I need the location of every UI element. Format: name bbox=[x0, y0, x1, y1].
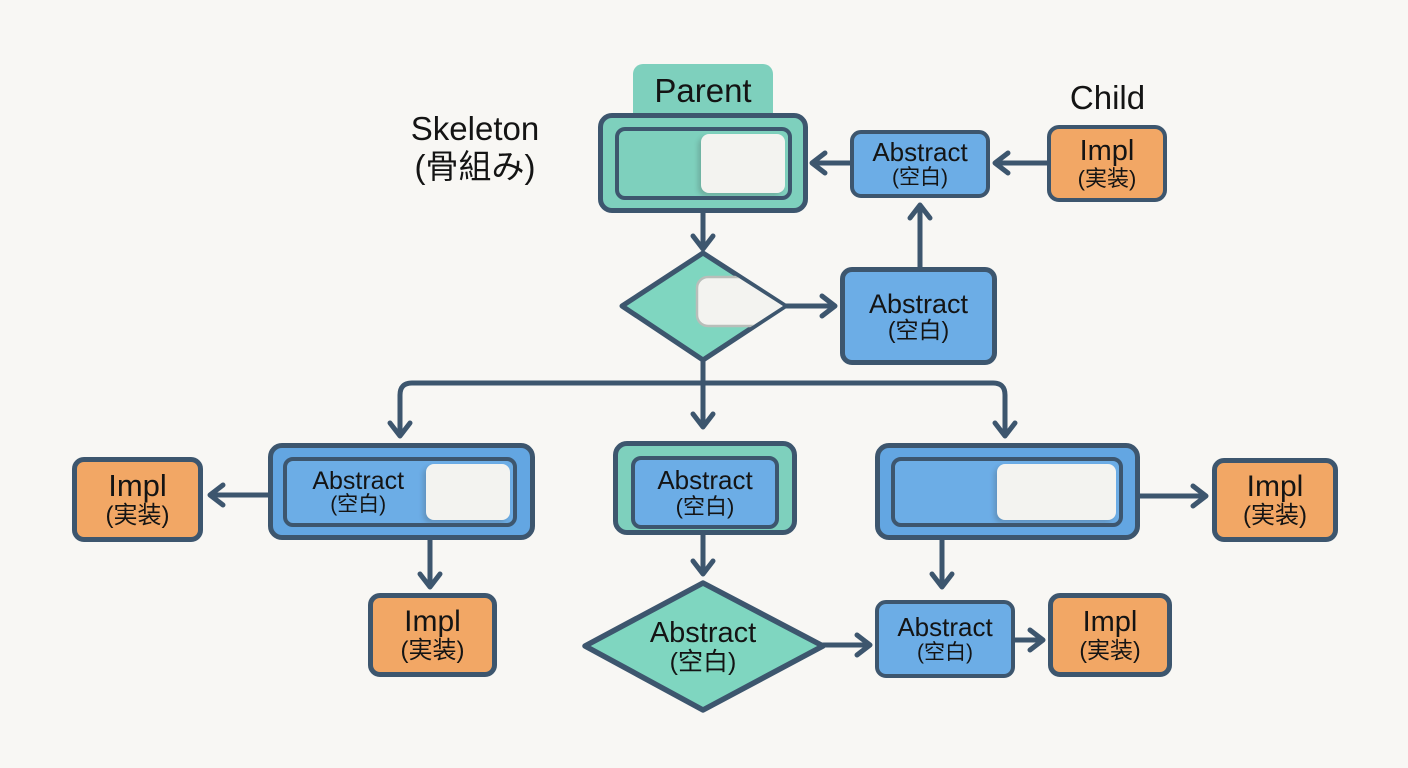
skeleton-label-line2: (骨組み) bbox=[414, 147, 536, 185]
left-abstract-node: Abstract (空白) bbox=[287, 461, 429, 523]
top-abstract-subtitle: (空白) bbox=[892, 165, 948, 189]
mid-container-box: Abstract (空白) bbox=[613, 441, 797, 535]
right-impl-title: Impl bbox=[1246, 470, 1304, 504]
connector-lines bbox=[211, 160, 1205, 648]
parent-white-slot bbox=[700, 134, 785, 193]
skeleton-label-line1: Skeleton bbox=[410, 110, 540, 147]
mid-inner-abstract-subtitle: (空白) bbox=[675, 493, 735, 519]
decision-abstract-label: Abstract (空白) bbox=[613, 607, 793, 687]
top-abstract-node: Abstract (空白) bbox=[850, 130, 990, 198]
top-impl-subtitle: (実装) bbox=[1077, 166, 1137, 192]
mid-abstract-title: Abstract bbox=[868, 288, 969, 319]
right-white-slot bbox=[997, 464, 1116, 520]
left-impl-node: Impl (実装) bbox=[72, 457, 203, 542]
bottom-impl-title: Impl bbox=[1082, 606, 1138, 639]
mid-inner-abstract-node: Abstract (空白) bbox=[631, 456, 779, 529]
left-child-impl-node: Impl (実装) bbox=[368, 593, 497, 677]
top-abstract-title: Abstract bbox=[872, 137, 968, 168]
bottom-impl-subtitle: (実装) bbox=[1079, 637, 1141, 664]
left-inner-slot: Abstract (空白) bbox=[283, 457, 517, 527]
left-child-impl-subtitle: (実装) bbox=[400, 637, 465, 665]
parent-inner-slot bbox=[615, 127, 792, 200]
left-impl-subtitle: (実装) bbox=[105, 502, 170, 530]
mid-inner-abstract-title: Abstract bbox=[657, 465, 753, 496]
bottom-abstract-subtitle: (空白) bbox=[917, 640, 973, 664]
decision-abstract-subtitle: (空白) bbox=[669, 648, 737, 677]
bottom-impl-node: Impl (実装) bbox=[1048, 593, 1172, 677]
parent-label: Parent bbox=[654, 72, 752, 109]
left-child-impl-title: Impl bbox=[404, 605, 461, 639]
bottom-abstract-title: Abstract bbox=[897, 612, 993, 643]
decision-diamond-abstract bbox=[582, 580, 826, 713]
skeleton-label: Skeleton (骨組み) bbox=[380, 110, 570, 186]
top-impl-node: Impl (実装) bbox=[1047, 125, 1167, 202]
left-impl-title: Impl bbox=[108, 468, 167, 504]
right-container-box bbox=[875, 443, 1140, 540]
right-inner-slot bbox=[891, 457, 1123, 527]
left-container-box: Abstract (空白) bbox=[268, 443, 535, 540]
top-impl-title: Impl bbox=[1079, 135, 1135, 168]
left-abstract-title: Abstract bbox=[312, 466, 405, 495]
decision-diamond-skeleton bbox=[619, 250, 788, 363]
right-impl-node: Impl (実装) bbox=[1212, 458, 1338, 542]
bottom-abstract-node: Abstract (空白) bbox=[875, 600, 1015, 678]
left-white-slot bbox=[426, 464, 510, 520]
parent-skeleton-box bbox=[598, 113, 808, 213]
right-impl-subtitle: (実装) bbox=[1243, 502, 1307, 530]
mid-abstract-subtitle: (空白) bbox=[887, 317, 950, 344]
arrowheads bbox=[207, 150, 1209, 658]
decision-abstract-title: Abstract bbox=[649, 616, 757, 649]
mid-abstract-node: Abstract (空白) bbox=[840, 267, 997, 365]
child-label: Child bbox=[1069, 79, 1146, 116]
left-abstract-subtitle: (空白) bbox=[330, 493, 387, 517]
